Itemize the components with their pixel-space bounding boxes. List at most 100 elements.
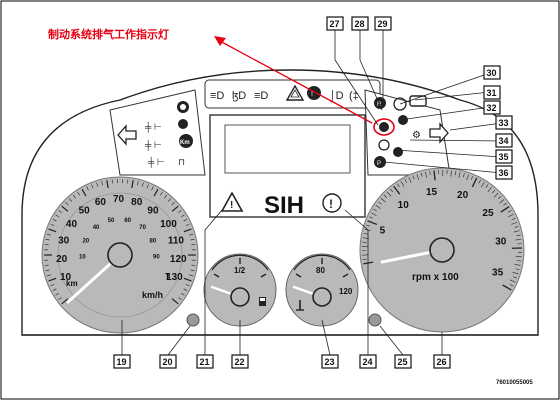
- speedo-tick: [146, 184, 149, 189]
- temp-label-80: 80: [316, 266, 325, 275]
- tach-tick: [515, 238, 522, 241]
- speedo-label: 10: [60, 272, 72, 283]
- speedo-tick: [61, 298, 69, 305]
- tach-tick: [390, 188, 394, 193]
- svg-text:⚙: ⚙: [412, 130, 421, 141]
- right-warning-lamp: [368, 313, 382, 327]
- tach-tick: [513, 230, 520, 233]
- parking-brake-icon: P: [374, 156, 386, 168]
- speedo-tick: [44, 244, 49, 246]
- tach-tick: [429, 170, 431, 175]
- svg-text:╪ ⊢: ╪ ⊢: [147, 156, 165, 168]
- speedo-tick: [171, 201, 175, 206]
- brake-circle-icon: [378, 139, 390, 151]
- tach-unit: rpm x 100: [412, 272, 459, 283]
- speedo-inner-label: 10: [79, 255, 86, 261]
- tach-tick: [408, 177, 412, 183]
- brake-warning-icon: [177, 101, 189, 113]
- speedo-tick: [58, 210, 62, 213]
- left-warning-lamp: [186, 313, 200, 327]
- speedo-tick: [153, 188, 159, 197]
- temp-hub: [312, 287, 332, 307]
- svg-text:(‡: (‡: [349, 90, 359, 102]
- speedo-tick: [190, 238, 195, 241]
- tach-label: 5: [380, 225, 386, 236]
- exhaust-brake-annotation: 制动系统排气工作指示灯: [48, 27, 169, 41]
- tach-tick: [485, 184, 489, 189]
- svg-text:25: 25: [398, 357, 408, 367]
- speedo-tick: [46, 233, 51, 236]
- callout-30: 30: [483, 65, 501, 80]
- speedo-tick: [178, 210, 182, 213]
- speedo-tick: [72, 194, 76, 199]
- svg-text:22: 22: [235, 357, 245, 367]
- speedo-label: 40: [66, 219, 78, 230]
- tach-tick: [493, 192, 499, 198]
- speedo-inner-label: 20: [82, 238, 89, 244]
- tach-tick: [516, 234, 521, 236]
- tach-label: 30: [495, 236, 507, 247]
- tach-tick: [466, 174, 469, 181]
- retarder-icon: [393, 97, 407, 111]
- callout-29: 29: [374, 16, 392, 31]
- svg-text:⌡D: ⌡D: [329, 90, 344, 103]
- trailer-ebs-icon: R: [374, 97, 386, 109]
- fuel-gauge: 1/2: [203, 253, 277, 327]
- callout-33: 33: [495, 115, 513, 130]
- callout-36: 36: [495, 165, 513, 180]
- svg-text:26: 26: [437, 357, 447, 367]
- tach-label: 15: [426, 187, 438, 198]
- lcd-inner-window: [224, 124, 351, 174]
- speedo-tick: [52, 288, 57, 291]
- speedo-tick: [48, 277, 57, 282]
- temp-label-120: 120: [339, 287, 353, 296]
- speedo-tick: [167, 198, 172, 202]
- callout-26: 26: [433, 354, 451, 369]
- svg-text:33: 33: [499, 118, 509, 128]
- tach-tick: [511, 221, 518, 225]
- tach-tick: [375, 205, 381, 209]
- tach-tick: [380, 198, 386, 203]
- tach-tick: [514, 226, 519, 228]
- hazard-triangle-icon: [285, 84, 305, 101]
- svg-text:35: 35: [499, 152, 509, 162]
- callout-23: 23: [321, 354, 339, 369]
- exclamation-circle-icon: !: [322, 193, 342, 213]
- tach-tick: [478, 179, 481, 184]
- tach-hub: [429, 237, 455, 263]
- speedo-tick: [185, 284, 190, 287]
- speedo-tick: [171, 298, 179, 305]
- svg-text:╪ ⊢: ╪ ⊢: [144, 121, 162, 133]
- low-beam-icon: ɮD: [232, 90, 246, 102]
- fuel-half-label: 1/2: [234, 266, 246, 275]
- callout-34: 34: [495, 133, 513, 148]
- tach-tick: [393, 185, 401, 195]
- speedo-label: 130: [166, 272, 183, 283]
- speedo-tick: [68, 198, 73, 202]
- engine-icon: [409, 95, 427, 107]
- parking-light-icon: ≡D: [254, 90, 268, 102]
- svg-text:24: 24: [363, 357, 373, 367]
- tach-tick: [373, 208, 377, 212]
- tach-tick: [463, 173, 465, 178]
- svg-text:19: 19: [117, 357, 127, 367]
- speedo-tick: [131, 180, 134, 189]
- tach-label: 10: [398, 200, 410, 211]
- speedo-label: 50: [79, 206, 91, 217]
- svg-text:36: 36: [499, 168, 509, 178]
- callout-35: 35: [495, 149, 513, 164]
- callout-25: 25: [394, 354, 412, 369]
- tach-tick: [512, 271, 519, 275]
- tach-tick: [454, 171, 457, 176]
- gearbox-icon: ⚙: [412, 130, 421, 141]
- tach-tick: [412, 175, 415, 180]
- tach-tick: [513, 276, 518, 279]
- speedo-tick: [44, 264, 49, 266]
- tach-tick: [511, 217, 516, 221]
- callout-20: 20: [159, 354, 177, 369]
- callout-24: 24: [359, 354, 377, 369]
- speedo-inner-unit-left: km: [66, 279, 78, 288]
